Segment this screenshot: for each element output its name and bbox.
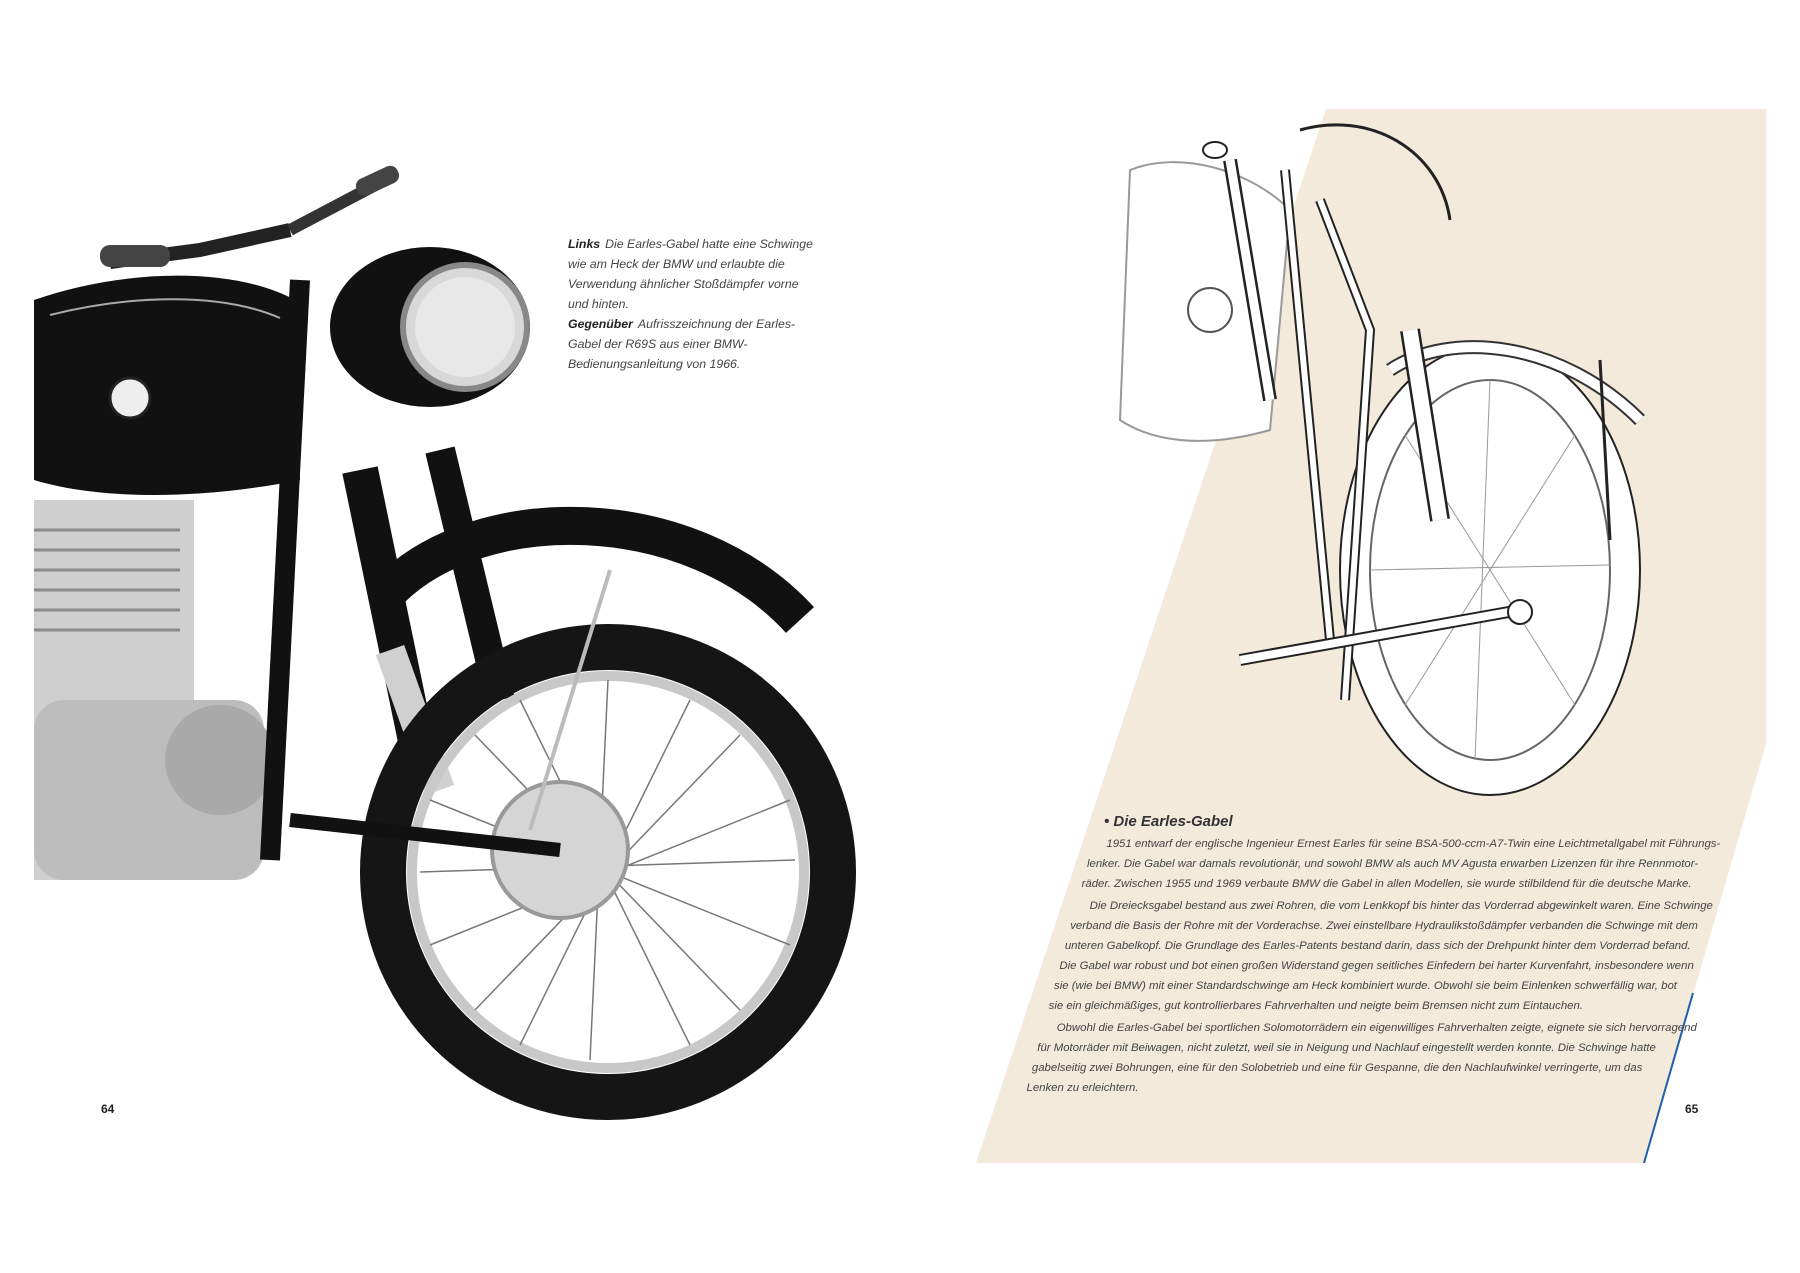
motorcycle-photo [34,165,856,1120]
body-line: Die Gabel war robust und bot einen große… [1059,960,1694,972]
body-line: für Motorräder mit Beiwagen, nicht zulet… [1037,1042,1656,1054]
page-number-left: 64 [101,1102,115,1116]
bmw-logo [108,376,152,420]
body-line: 1951 entwarf der englische Ingenieur Ern… [1106,838,1721,850]
page-number-right: 65 [1685,1102,1699,1116]
blue-accent-line [1643,992,1694,1164]
body-line: lenker. Die Gabel war damals revolutionä… [1086,858,1699,870]
caption-gegenueber-label: Gegenüber [568,317,633,331]
body-line: Die Dreiecksgabel bestand aus zwei Rohre… [1089,900,1713,912]
body-line: räder. Zwischen 1955 und 1969 verbaute B… [1081,878,1692,890]
section-heading: • Die Earles-Gabel [1104,813,1233,830]
earles-fork-drawing [1118,123,1645,796]
caption-links-text: Die Earles-Gabel hatte eine Schwinge wie… [568,237,813,311]
caption-gegenueber-text: Aufrisszeichnung der Earles-Gabel der R6… [568,317,796,371]
body-line: Lenken zu erleichtern. [1026,1082,1139,1094]
caption-links-label: Links [568,237,601,251]
body-line: gabelseitig zwei Bohrungen, eine für den… [1031,1062,1643,1074]
body-line: sie ein gleichmäßiges, gut kontrollierba… [1048,1000,1584,1012]
body-line: unteren Gabelkopf. Die Grundlage des Ear… [1064,940,1691,952]
body-line: verband die Basis der Rohre mit der Vord… [1070,920,1698,932]
body-line: Obwohl die Earles-Gabel bei sportlichen … [1056,1022,1697,1034]
body-line: sie (wie bei BMW) mit einer Standardschw… [1054,980,1677,992]
